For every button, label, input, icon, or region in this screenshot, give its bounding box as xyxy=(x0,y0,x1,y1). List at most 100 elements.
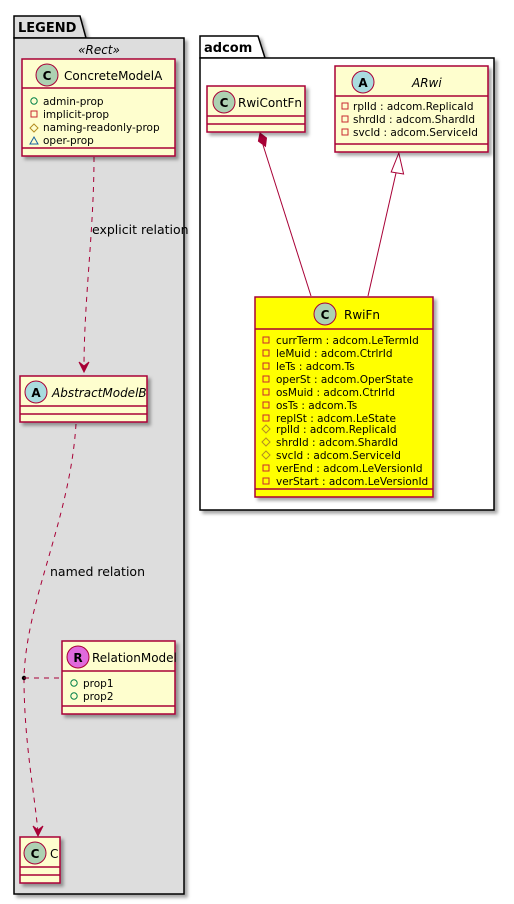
explicit-relation-edge: explicit relation xyxy=(78,156,189,374)
attr-row: admin-prop xyxy=(30,96,104,108)
class-name: AbstractModelB xyxy=(51,386,147,400)
attr-row: rplId : adcom.ReplicaId xyxy=(341,101,474,113)
attr-text: rplId : adcom.ReplicaId xyxy=(353,101,474,113)
private-visibility-icon xyxy=(262,362,270,370)
named-relation-edge: named relation xyxy=(21,423,145,838)
class-c-icon: C xyxy=(313,302,337,326)
attr-text: rplId : adcom.ReplicaId xyxy=(276,424,397,436)
named-relation-label: named relation xyxy=(50,564,145,579)
private-visibility-icon xyxy=(262,349,270,357)
attr-row: prop1 xyxy=(70,678,114,690)
legend-stereotype: «Rect» xyxy=(78,43,120,57)
private-visibility-icon xyxy=(262,477,270,485)
attr-row: rplId : adcom.ReplicaId xyxy=(261,424,397,436)
package-visibility-icon xyxy=(29,135,39,145)
legend-title: LEGEND xyxy=(18,21,77,36)
public-visibility-icon xyxy=(70,679,78,687)
attr-row: leMuid : adcom.CtrlrId xyxy=(262,348,393,360)
class-name: RwiFn xyxy=(344,308,380,322)
attr-row: prop2 xyxy=(70,691,114,703)
protected-visibility-icon xyxy=(261,437,271,447)
class-concrete-model-a[interactable]: C ConcreteModelA admin-prop implicit-pro… xyxy=(21,58,176,157)
abstract-class-a-icon: A xyxy=(24,380,48,404)
public-visibility-icon xyxy=(30,97,38,105)
attr-text: shrdId : adcom.ShardId xyxy=(353,114,475,126)
attr-row: osTs : adcom.Ts xyxy=(262,400,357,412)
attr-text: shrdId : adcom.ShardId xyxy=(276,437,398,449)
svg-text:A: A xyxy=(31,386,41,400)
attr-text: implicit-prop xyxy=(43,109,109,121)
abstract-class-a-icon: A xyxy=(351,70,375,94)
attr-row: svcId : adcom.ServiceId xyxy=(341,127,478,139)
attr-row: shrdId : adcom.ShardId xyxy=(261,437,398,449)
private-visibility-icon xyxy=(341,102,349,110)
attr-text: svcId : adcom.ServiceId xyxy=(276,450,401,462)
attr-text: admin-prop xyxy=(43,96,104,108)
class-c[interactable]: C C xyxy=(19,836,61,884)
attr-text: naming-readonly-prop xyxy=(43,122,160,134)
private-visibility-icon xyxy=(341,115,349,123)
class-c-icon: C xyxy=(35,63,59,87)
attr-text: svcId : adcom.ServiceId xyxy=(353,127,478,139)
attr-text: prop1 xyxy=(83,678,114,690)
attr-row: naming-readonly-prop xyxy=(29,122,160,134)
class-a-rwi[interactable]: A ARwi rplId : adcom.ReplicaId shrdId : … xyxy=(334,65,489,153)
adcom-title: adcom xyxy=(204,41,252,56)
svg-text:A: A xyxy=(358,76,368,90)
attr-text: replSt : adcom.LeState xyxy=(276,413,396,425)
class-c-icon: C xyxy=(212,90,236,114)
attr-text: operSt : adcom.OperState xyxy=(276,374,413,386)
class-name: RelationModel xyxy=(92,651,177,665)
private-visibility-icon xyxy=(262,464,270,472)
protected-visibility-icon xyxy=(261,424,271,434)
attr-text: verStart : adcom.LeVersionId xyxy=(276,476,428,488)
explicit-relation-label: explicit relation xyxy=(92,222,189,237)
attr-row: osMuid : adcom.CtrlrId xyxy=(262,387,395,399)
svg-text:C: C xyxy=(31,847,40,861)
composition-edge xyxy=(257,132,312,297)
attr-row: replSt : adcom.LeState xyxy=(262,413,396,425)
generalization-edge xyxy=(367,151,405,297)
attr-row: svcId : adcom.ServiceId xyxy=(261,450,401,462)
attr-text: leMuid : adcom.CtrlrId xyxy=(276,348,393,360)
public-visibility-icon xyxy=(70,692,78,700)
attr-text: prop2 xyxy=(83,691,114,703)
attr-row: oper-prop xyxy=(29,135,94,147)
attr-row: verStart : adcom.LeVersionId xyxy=(262,476,428,488)
composition-diamond-icon xyxy=(257,132,268,148)
private-visibility-icon xyxy=(262,336,270,344)
class-name: RwiContFn xyxy=(238,96,302,110)
private-visibility-icon xyxy=(262,414,270,422)
private-visibility-icon xyxy=(262,388,270,396)
class-abstract-model-b[interactable]: A AbstractModelB xyxy=(19,375,148,423)
private-visibility-icon xyxy=(341,128,349,136)
class-rwi-cont-fn[interactable]: C RwiContFn xyxy=(206,85,306,133)
attr-text: verEnd : adcom.LeVersionId xyxy=(276,463,423,475)
class-rwi-fn[interactable]: C RwiFn currTerm : adcom.LeTermId leMuid… xyxy=(254,296,434,498)
attr-row: leTs : adcom.Ts xyxy=(262,361,355,373)
attr-row: operSt : adcom.OperState xyxy=(262,374,413,386)
svg-text:C: C xyxy=(43,69,52,83)
class-name: ConcreteModelA xyxy=(64,69,163,83)
class-relation-model[interactable]: R RelationModel prop1 prop2 xyxy=(61,640,177,715)
private-visibility-icon xyxy=(262,375,270,383)
relation-r-icon: R xyxy=(66,645,90,669)
svg-text:C: C xyxy=(220,96,229,110)
attr-row: shrdId : adcom.ShardId xyxy=(341,114,475,126)
attr-text: osMuid : adcom.CtrlrId xyxy=(276,387,395,399)
private-visibility-icon xyxy=(30,110,38,118)
class-name: C xyxy=(50,847,58,861)
attr-text: osTs : adcom.Ts xyxy=(276,400,357,412)
svg-text:R: R xyxy=(73,651,82,665)
private-visibility-icon xyxy=(262,401,270,409)
protected-visibility-icon xyxy=(261,450,271,460)
class-name: ARwi xyxy=(411,76,442,90)
svg-text:C: C xyxy=(321,308,330,322)
inheritance-triangle-icon xyxy=(390,151,405,175)
attr-row: implicit-prop xyxy=(30,109,109,121)
attr-row: currTerm : adcom.LeTermId xyxy=(262,335,419,347)
attr-row: verEnd : adcom.LeVersionId xyxy=(262,463,423,475)
protected-visibility-icon xyxy=(29,123,39,133)
attr-text: currTerm : adcom.LeTermId xyxy=(276,335,419,347)
